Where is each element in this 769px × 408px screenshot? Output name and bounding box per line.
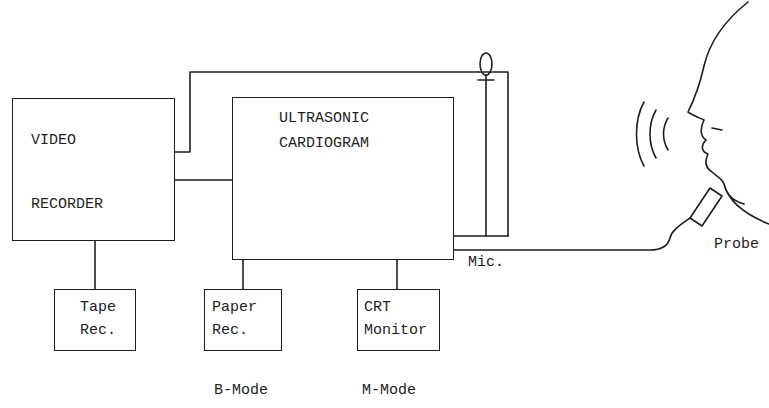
mic-wire bbox=[454, 235, 508, 237]
head-outline bbox=[688, 2, 769, 224]
process-box: ULTRASONIC CARDIOGRAM bbox=[232, 97, 454, 260]
connector-line bbox=[94, 241, 96, 289]
probe-cable bbox=[454, 218, 690, 250]
connector-line bbox=[396, 260, 398, 289]
process-box: VIDEO RECORDER bbox=[12, 98, 175, 241]
process-box: Tape Rec. bbox=[54, 289, 136, 351]
head-outline bbox=[712, 128, 722, 130]
part-label: M-Mode bbox=[360, 382, 418, 399]
box-label: VIDEO RECORDER bbox=[31, 109, 123, 237]
sound-wave bbox=[650, 110, 656, 158]
box-label: Paper Rec. bbox=[212, 296, 274, 342]
box-label: CRT Monitor bbox=[364, 296, 434, 342]
process-box: CRT Monitor bbox=[357, 289, 440, 351]
probe-symbol bbox=[690, 188, 722, 226]
sound-wave bbox=[637, 102, 645, 166]
box-label: ULTRASONIC CARDIOGRAM bbox=[279, 106, 389, 156]
microphone-symbol bbox=[480, 53, 492, 75]
microphone-stand bbox=[478, 75, 494, 236]
part-label: B-Mode bbox=[212, 382, 270, 399]
connector-line bbox=[242, 260, 244, 289]
sound-wave bbox=[664, 118, 669, 150]
connector-line bbox=[175, 179, 232, 181]
process-box: Paper Rec. bbox=[204, 289, 282, 351]
part-label: Probe bbox=[712, 236, 761, 253]
part-label: Mic. bbox=[466, 254, 506, 271]
box-label: Tape Rec. bbox=[67, 296, 129, 342]
